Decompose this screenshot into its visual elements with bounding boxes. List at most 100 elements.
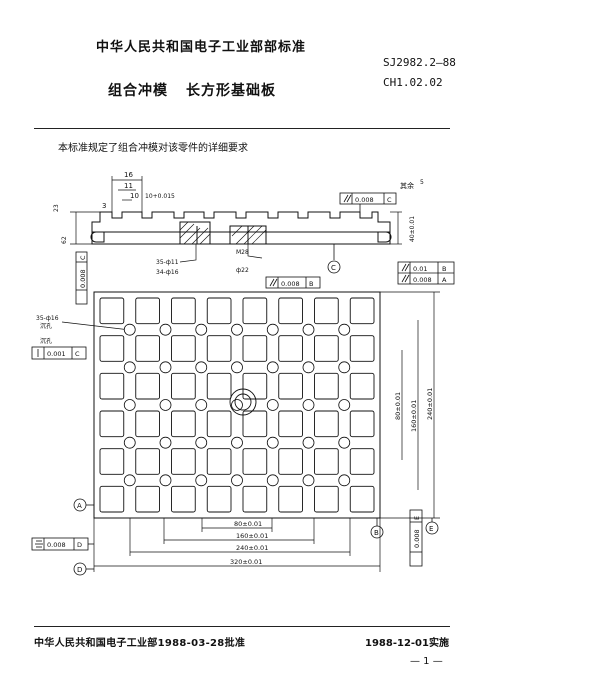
- datum-b-label: B: [374, 529, 379, 537]
- title-part-2: 长方形基础板: [186, 83, 276, 99]
- grid-cell: [135, 335, 160, 362]
- dim-v-240: 240±0.01: [426, 388, 434, 420]
- section-view: [90, 211, 392, 245]
- grid-hole: [266, 323, 279, 336]
- part-code: CH1.02.02: [383, 76, 443, 89]
- grid-cell: [242, 410, 268, 438]
- dim-10: 10: [130, 192, 139, 200]
- horizontal-dimensions: [93, 518, 381, 572]
- datum-c-symbol: [327, 244, 341, 274]
- implementation-date: 1988-12-01实施: [365, 638, 449, 649]
- grid-hole: [195, 436, 208, 449]
- grid-cell: [314, 335, 339, 362]
- grid-hole: [266, 474, 279, 487]
- grid-cell: [206, 297, 232, 325]
- grid-hole: [159, 361, 172, 374]
- grid-cell: [314, 410, 339, 438]
- grid-cell: [278, 335, 303, 362]
- grid-cell: [206, 448, 232, 475]
- vertical-dimensions: [380, 291, 440, 519]
- grid-cell: [314, 372, 339, 400]
- grid-cell: [206, 372, 232, 400]
- grid-hole: [302, 474, 315, 487]
- grid-hole: [302, 399, 315, 411]
- tol-right-b-value: 0.008: [413, 276, 432, 284]
- hole-label-3: 沉孔: [40, 337, 52, 345]
- grid-hole: [302, 323, 315, 336]
- footer-rule: [34, 626, 450, 627]
- grid-cell: [278, 372, 303, 400]
- grid-cell: [314, 448, 339, 475]
- grid-hole: [338, 361, 351, 374]
- grid-hole: [123, 323, 136, 336]
- tol-right-a-value: 0.01: [413, 265, 427, 273]
- grid-hole: [338, 474, 351, 487]
- grid-cell: [171, 448, 196, 475]
- grid-hole: [123, 436, 136, 449]
- roughness-note: 其余: [400, 181, 414, 190]
- section-hatching: [179, 221, 267, 245]
- grid-cell: [349, 410, 375, 438]
- tol-flat-value: 0.001: [47, 350, 66, 358]
- grid-cell: [278, 297, 303, 325]
- grid-cell: [349, 297, 375, 325]
- grid-hole: [159, 436, 172, 449]
- title-part-1: 组合冲模: [108, 83, 168, 99]
- grid-cell: [99, 410, 125, 438]
- grid-cell: [171, 297, 196, 325]
- datum-a-label: A: [77, 502, 82, 510]
- dim-v-80: 80±0.01: [394, 392, 402, 420]
- grid-hole: [302, 361, 315, 374]
- hole-label-2: 沉孔: [40, 322, 52, 330]
- grid-cell: [99, 485, 125, 513]
- tol-frame-left-flat: [31, 346, 87, 360]
- tol-left-vertical-ref: C: [79, 255, 87, 260]
- dim-16: 16: [124, 171, 133, 179]
- dim-v-160: 160±0.01: [410, 400, 418, 432]
- grid-cell: [242, 335, 268, 362]
- tol-right-e-ref: E: [413, 516, 421, 520]
- grid-cell: [242, 372, 268, 400]
- grid-hole: [231, 323, 243, 336]
- dim-3: 3: [102, 202, 106, 210]
- dim-m28: M28: [236, 249, 249, 256]
- dim-phi22: ф22: [236, 267, 249, 274]
- tol-right-a-ref: B: [442, 265, 446, 273]
- grid-cell: [349, 372, 375, 400]
- grid-cell: [314, 485, 339, 513]
- grid-cell: [171, 372, 196, 400]
- grid-cell: [206, 335, 232, 362]
- dim-34-phi16: 34-ф16: [156, 269, 179, 276]
- grid-cell: [171, 335, 196, 362]
- dim-10-tolerance: 10+0.015: [145, 193, 175, 200]
- grid-hole: [159, 474, 172, 487]
- datum-a-symbol: [73, 498, 94, 512]
- grid-cell: [206, 485, 232, 513]
- grid-cell: [171, 410, 196, 438]
- grid-cell: [135, 297, 160, 325]
- grid-hole: [231, 436, 243, 449]
- grid-cell: [242, 485, 268, 513]
- datum-d-symbol: [73, 562, 94, 576]
- hole-label: 35-ф16: [36, 315, 59, 322]
- plan-grid-holes: [123, 323, 351, 487]
- dim-h-160: 160±0.01: [236, 532, 268, 540]
- grid-hole: [123, 361, 136, 374]
- grid-hole: [195, 474, 208, 487]
- grid-hole: [195, 323, 208, 336]
- grid-cell: [99, 448, 125, 475]
- tol-frame-mid: [265, 276, 321, 289]
- grid-cell: [99, 335, 125, 362]
- grid-hole: [231, 399, 243, 411]
- tol-top-ref: C: [387, 196, 392, 204]
- tol-mid-value: 0.008: [281, 280, 300, 288]
- dim-11: 11: [124, 182, 133, 190]
- grid-cell: [135, 485, 160, 513]
- grid-hole: [266, 361, 279, 374]
- tol-top-value: 0.008: [355, 196, 374, 204]
- tol-right-e-value: 0.008: [413, 529, 421, 548]
- grid-hole: [338, 399, 351, 411]
- grid-hole: [123, 474, 136, 487]
- grid-cell: [135, 410, 160, 438]
